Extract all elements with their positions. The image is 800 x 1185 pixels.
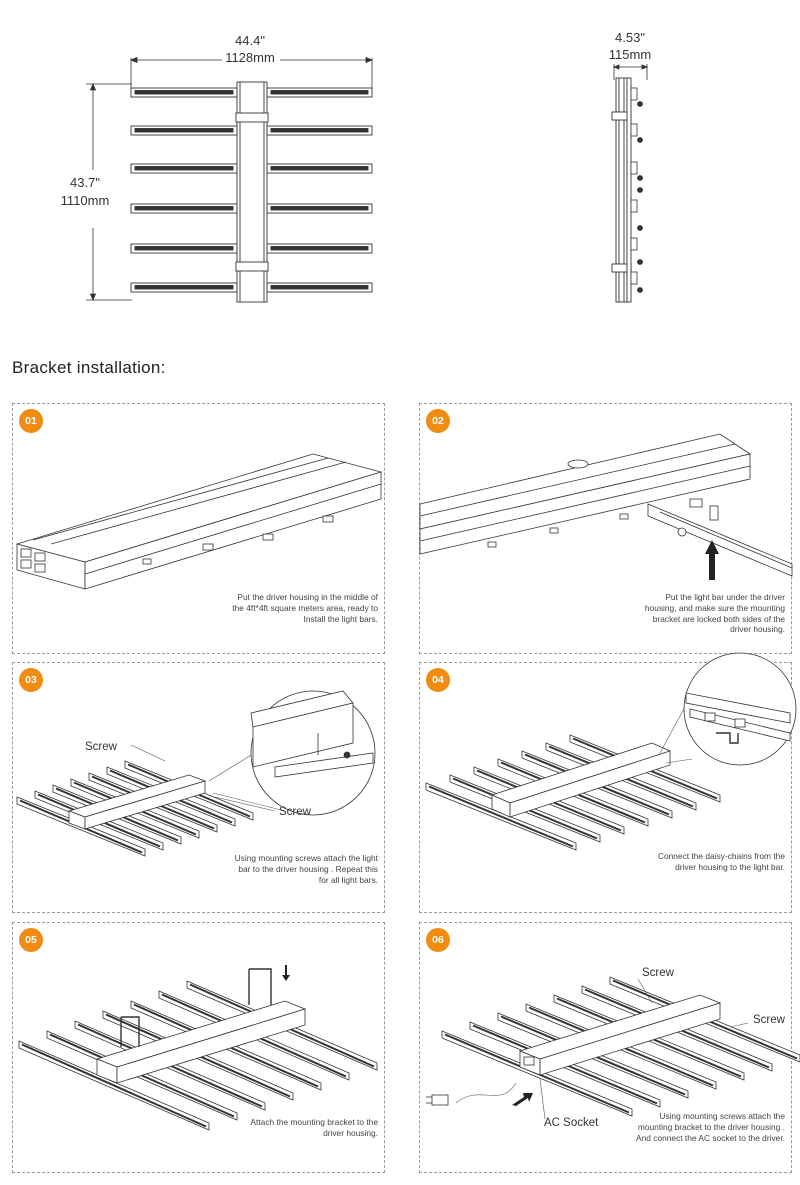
step-description: Attach the mounting bracket to the drive… <box>250 1117 378 1138</box>
daisy-chain-illustration <box>425 652 797 851</box>
step-number-badge: 01 <box>19 409 43 433</box>
screw-callout-top: Screw <box>642 967 674 979</box>
screw-callout-right: Screw <box>279 806 311 818</box>
ac-socket-illustration <box>426 976 800 1120</box>
light-bar <box>18 1040 210 1131</box>
step-description: Put the light bar under the driver housi… <box>644 592 785 635</box>
light-bar-under-housing-illustration <box>419 433 793 580</box>
light-bar <box>130 163 373 174</box>
step-panel-02: 02 Put the light bar under the driver ho… <box>419 403 793 654</box>
light-bar <box>130 87 373 98</box>
light-bar <box>130 282 373 293</box>
step-panel-06: 06 Screw Screw AC Socket Using mounting … <box>419 922 800 1173</box>
screw-callout-left: Screw <box>85 741 117 753</box>
width-mm-label: 1128mm <box>225 50 275 65</box>
depth-inches-label: 4.53" <box>615 30 645 45</box>
step-panel-03: 03 Screw Screw Using mounting screws att… <box>12 662 385 913</box>
step-description: Put the driver housing in the middle of … <box>232 592 378 624</box>
width-inches-label: 44.4" <box>235 33 265 48</box>
step-panel-04: 04 Connect the daisy-chains from the dri… <box>419 652 797 913</box>
driver-housing-illustration <box>15 453 383 590</box>
light-bar <box>130 243 373 254</box>
step-number-badge: 03 <box>19 668 43 692</box>
light-bar <box>425 782 577 851</box>
light-bar <box>130 203 373 214</box>
depth-mm-label: 115mm <box>608 47 652 62</box>
mounting-bracket-illustration <box>18 965 378 1131</box>
height-mm-label: 1110mm <box>60 193 110 208</box>
step-number-badge: 04 <box>426 668 450 692</box>
light-bar <box>130 125 373 136</box>
step-number-badge: 05 <box>19 928 43 952</box>
height-inches-label: 43.7" <box>70 175 100 190</box>
side-view-svg <box>611 64 649 303</box>
section-title: Bracket installation: <box>12 358 166 377</box>
step-number-badge: 02 <box>426 409 450 433</box>
screw-callout-right: Screw <box>753 1014 785 1026</box>
step-number-badge: 06 <box>426 928 450 952</box>
step-panel-05: 05 Attach the mounting bracket to the dr… <box>12 922 385 1173</box>
step-description: Using mounting screws attach the light b… <box>234 853 378 885</box>
step-panel-01: 01 Put the driver housing in the middle … <box>12 403 385 654</box>
step-description: Connect the daisy-chains from the driver… <box>657 851 785 872</box>
screw-attach-illustration <box>16 690 376 857</box>
ac-socket-callout: AC Socket <box>544 1117 599 1129</box>
front-view-svg <box>86 56 374 303</box>
step-description: Using mounting screws attach the mountin… <box>636 1111 785 1143</box>
